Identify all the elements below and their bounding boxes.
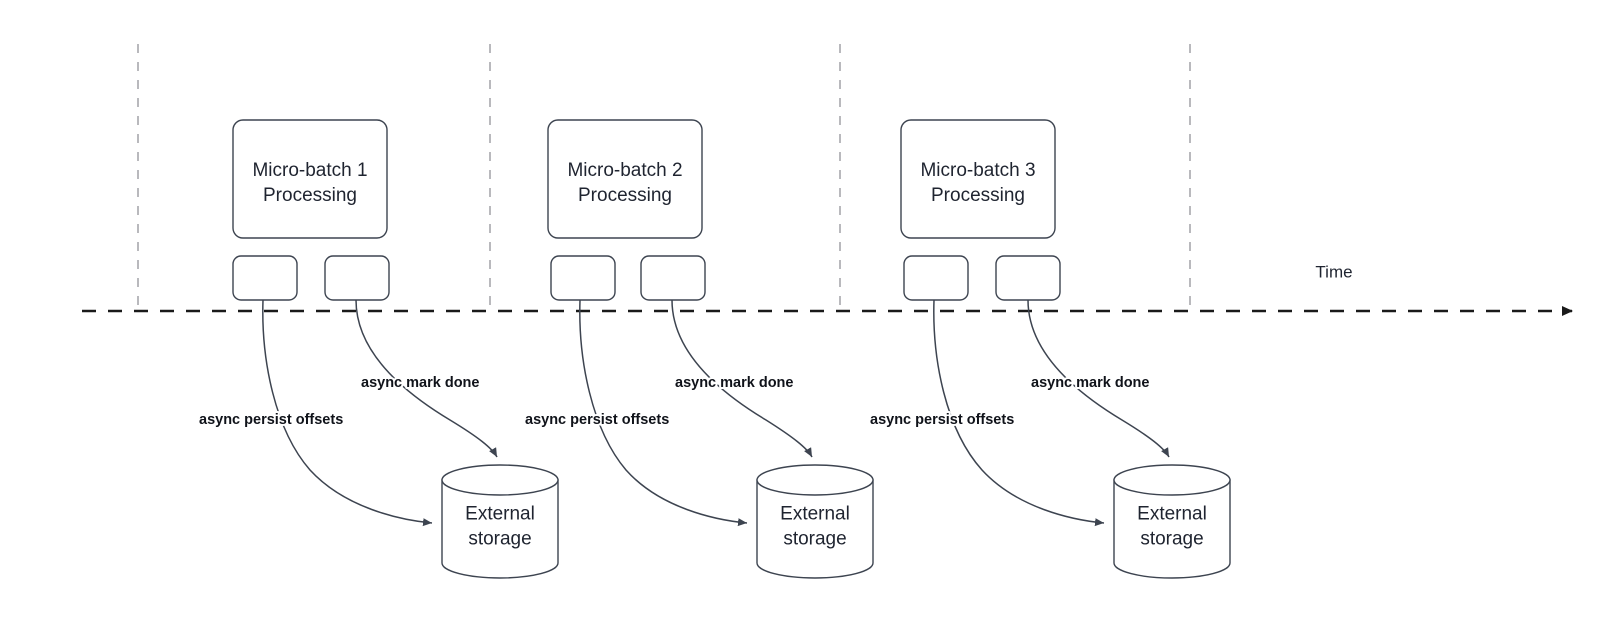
micro-batch-group-2: Micro-batch 2 Processing async mark done as…: [523, 119, 874, 579]
micro-batch-groups: Micro-batch 1 Processing async mark done as…: [197, 119, 1231, 579]
micro-batch-label-line1-2: Micro-batch 2: [567, 160, 682, 181]
async-persist-offsets-label-3-halo: async persist offsets: [870, 412, 1014, 428]
async-persist-offsets-edge-2: [579, 299, 748, 527]
external-storage-label-line2-3: storage: [1140, 529, 1203, 550]
async-persist-offsets-label-1: async persist offsets: [199, 412, 343, 428]
async-mark-done-label-1: async mark done: [361, 375, 479, 391]
task-box-right-2[interactable]: [640, 255, 706, 301]
async-mark-done-label-2: async mark done: [675, 375, 793, 391]
external-storage-cylinder-body-2[interactable]: [756, 479, 874, 579]
external-storage-cylinder-body-3[interactable]: [1113, 479, 1231, 579]
timeline-axis-label: Time: [1315, 262, 1352, 281]
async-persist-offsets-label-1-halo: async persist offsets: [199, 412, 343, 428]
task-box-left-2[interactable]: [550, 255, 616, 301]
micro-batch-label-line1-1: Micro-batch 1: [252, 160, 367, 181]
async-mark-done-edge-3: [1027, 299, 1170, 458]
async-mark-done-label-3-halo: async mark done: [1031, 375, 1149, 391]
micro-batch-label-line2-1: Processing: [263, 185, 357, 206]
guide-lines-group: [137, 44, 1191, 311]
external-storage-cylinder-top-1: [441, 464, 559, 496]
async-persist-offsets-edge-3: [933, 299, 1105, 527]
external-storage-cylinder-top-2: [756, 464, 874, 496]
external-storage-label-line2-2: storage: [783, 529, 846, 550]
task-box-left-3[interactable]: [903, 255, 969, 301]
external-storage-cylinder-top-3: [1113, 464, 1231, 496]
async-mark-done-edge-1: [355, 299, 498, 458]
micro-batch-group-1: Micro-batch 1 Processing async mark done as…: [197, 119, 559, 579]
micro-batch-group-3: Micro-batch 3 Processing async mark done as…: [868, 119, 1231, 579]
micro-batch-box-3[interactable]: [900, 119, 1056, 239]
async-persist-offsets-label-3: async persist offsets: [870, 412, 1014, 428]
micro-batch-box-2[interactable]: [547, 119, 703, 239]
external-storage-label-line1-3: External: [1137, 504, 1207, 525]
async-persist-offsets-edge-1: [262, 299, 433, 527]
async-mark-done-label-1-halo: async mark done: [361, 375, 479, 391]
external-storage-label-line2-1: storage: [468, 529, 531, 550]
task-box-right-3[interactable]: [995, 255, 1061, 301]
micro-batch-label-line2-2: Processing: [578, 185, 672, 206]
task-box-left-1[interactable]: [232, 255, 298, 301]
async-mark-done-edge-2: [671, 299, 813, 458]
external-storage-cylinder-body-1[interactable]: [441, 479, 559, 579]
async-persist-offsets-label-2-halo: async persist offsets: [525, 412, 669, 428]
async-mark-done-label-2-halo: async mark done: [675, 375, 793, 391]
micro-batch-label-line1-3: Micro-batch 3: [920, 160, 1035, 181]
async-mark-done-label-3: async mark done: [1031, 375, 1149, 391]
external-storage-label-line1-1: External: [465, 504, 535, 525]
external-storage-label-line1-2: External: [780, 504, 850, 525]
async-persist-offsets-label-2: async persist offsets: [525, 412, 669, 428]
micro-batch-label-line2-3: Processing: [931, 185, 1025, 206]
task-box-right-1[interactable]: [324, 255, 390, 301]
micro-batch-box-1[interactable]: [232, 119, 388, 239]
